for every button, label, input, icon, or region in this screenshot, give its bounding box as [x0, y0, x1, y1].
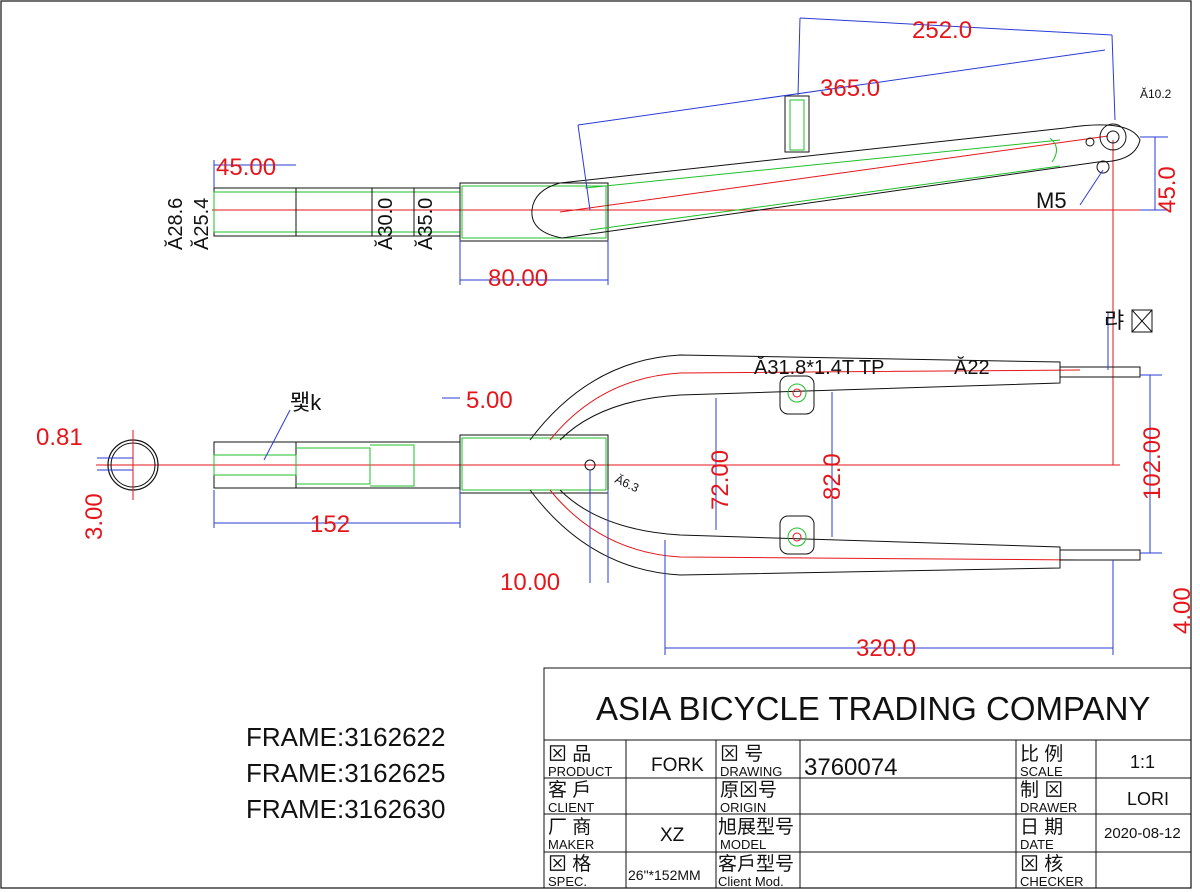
dim-dia-10-2: Ă10.2: [1140, 86, 1172, 101]
dim-5: 5.00: [466, 387, 513, 414]
maker-label-cn: 厂 商: [548, 816, 591, 838]
origin-label-cn: 原⊠号: [720, 780, 777, 801]
spec-label-cn: ⊠ 格: [548, 853, 591, 875]
dim-252: 252.0: [912, 17, 972, 44]
dim-10: 10.00: [500, 569, 560, 596]
front-view: [96, 312, 1162, 655]
crown-tube-spec: Ă31.8*1.4T TP: [754, 356, 884, 379]
client-model-label-en: Client Mod.: [718, 874, 784, 889]
label-pyeok: 뫷k: [290, 390, 322, 415]
checker-label-cn: ⊠ 核: [1020, 853, 1063, 875]
dim-80: 80.00: [488, 265, 548, 292]
maker-label-en: MAKER: [548, 837, 594, 852]
dim-365: 365.0: [820, 75, 880, 102]
svg-text:랴: 랴: [1104, 308, 1124, 333]
date-label-en: DATE: [1020, 837, 1054, 852]
drawer-value: LORI: [1127, 789, 1169, 809]
drawer-label-en: DRAWER: [1020, 800, 1077, 815]
dim-45-00: 45.00: [216, 154, 276, 181]
title-block: [543, 667, 1192, 889]
drawing-label-en: DRAWING: [720, 764, 782, 779]
dim-dia-6-3: Ă6.3: [613, 471, 642, 495]
dim-320: 320.0: [856, 635, 916, 662]
product-label-cn: ⊠ 品: [548, 744, 591, 765]
date-value: 2020-08-12: [1104, 825, 1181, 842]
spec-label-en: SPEC.: [548, 874, 587, 889]
frame-number-1: FRAME:3162622: [246, 722, 445, 752]
product-label-en: PRODUCT: [548, 764, 612, 779]
scale-label-cn: 比 例: [1020, 743, 1063, 765]
model-label-en: MODEL: [720, 837, 766, 852]
dim-4: 4.00: [1169, 587, 1196, 634]
maker-value: XZ: [660, 825, 685, 846]
spec-value: 26"*152MM: [628, 867, 701, 883]
dim-102: 102.00: [1139, 427, 1166, 500]
side-view: [212, 17, 1168, 465]
origin-label-en: ORIGIN: [720, 800, 766, 815]
frame-number-2: FRAME:3162625: [246, 758, 445, 788]
frame-number-3: FRAME:3162630: [246, 794, 445, 824]
drawing-label-cn: ⊠ 号: [720, 744, 763, 765]
company-name: ASIA BICYCLE TRADING COMPANY: [596, 690, 1150, 727]
date-label-cn: 日 期: [1020, 816, 1063, 838]
dim-45-0: 45.0: [1154, 166, 1181, 213]
drawer-label-cn: 制 ⊠: [1020, 779, 1063, 801]
dim-dia-28-6: Ă28.6: [164, 198, 187, 250]
client-model-label-cn: 客戶型号: [718, 853, 794, 875]
model-label-cn: 旭展型号: [718, 816, 794, 838]
scale-label-en: SCALE: [1020, 764, 1063, 779]
scale-value: 1:1: [1130, 752, 1155, 772]
client-label-en: CLIENT: [548, 800, 594, 815]
dim-0-81: 0.81: [36, 424, 83, 451]
dim-3: 3.00: [81, 493, 108, 540]
product-value: FORK: [651, 755, 704, 776]
dim-dia-22: Ă22: [954, 356, 990, 379]
label-rak: 랴: [1104, 308, 1153, 333]
dim-82: 82.0: [819, 453, 846, 500]
drawing-number: 3760074: [804, 754, 897, 781]
dim-dia-25-4: Ă25.4: [190, 198, 213, 250]
dim-152: 152: [310, 511, 350, 538]
dim-72: 72.00: [707, 450, 734, 510]
checker-label-en: CHECKER: [1020, 874, 1084, 889]
client-label-cn: 客 戶: [548, 779, 591, 801]
dim-dia-35-0: Ă35.0: [414, 198, 437, 250]
thread-m5: M5: [1036, 188, 1067, 213]
dim-dia-30-0: Ă30.0: [374, 198, 397, 250]
